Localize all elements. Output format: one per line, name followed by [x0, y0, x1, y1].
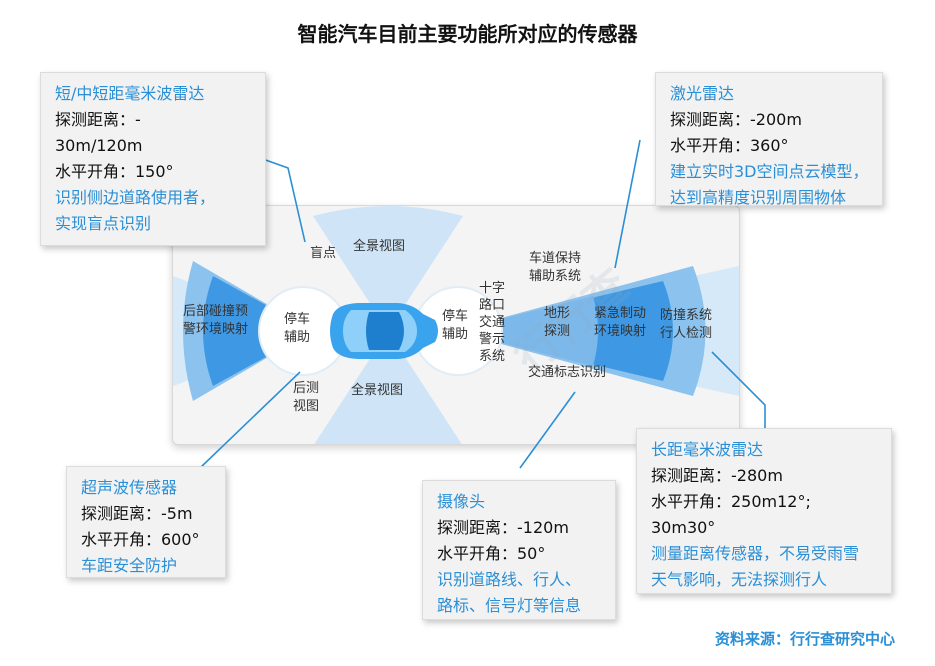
callout-long-radar: 长距毫米波雷达 探测距离：-280m 水平开角：250m12°; 30m30° …: [636, 428, 892, 594]
short-radar-desc-2: 实现盲点识别: [55, 214, 152, 233]
label-emergency-brake: 紧急制动 环境映射: [594, 306, 647, 339]
sensor-coverage-graphic: [173, 206, 739, 444]
short-radar-title: 短/中短距毫米波雷达: [55, 84, 205, 103]
long-radar-desc-2: 天气影响，无法探测行人: [651, 570, 828, 589]
camera-angle: 水平开角：50°: [437, 544, 546, 563]
long-radar-angle-2: 30m30°: [651, 518, 716, 537]
connector-camera: [519, 391, 576, 469]
camera-title: 摄像头: [437, 492, 486, 511]
label-traffic-sign: 交通标志识别: [528, 365, 607, 380]
connector-lidar: [614, 139, 641, 269]
short-radar-desc-1: 识别侧边道路使用者，: [55, 188, 216, 207]
lidar-desc-1: 建立实时3D空间点云模型，: [670, 162, 869, 181]
callout-ultrasonic: 超声波传感器 探测距离：-5m 水平开角：600° 车距安全防护: [66, 466, 226, 578]
lidar-range: 探测距离：-200m: [670, 110, 802, 129]
label-parking-left: 停车 辅助: [284, 312, 311, 345]
car-icon: [330, 303, 438, 359]
label-rear-collision: 后部碰撞预 警环境映射: [183, 304, 249, 337]
camera-desc-1: 识别道路线、行人、: [437, 570, 582, 589]
front-camera-beam: [453, 296, 598, 366]
page-title: 智能汽车目前主要功能所对应的传感器: [297, 22, 638, 46]
source-note: 资料来源：行行查研究中心: [714, 630, 895, 648]
label-panorama-top: 全景视图: [353, 239, 406, 254]
lidar-desc-2: 达到高精度识别周围物体: [670, 188, 847, 207]
short-radar-range-values: 30m/120m: [55, 136, 143, 155]
ultrasonic-range: 探测距离：-5m: [81, 504, 193, 523]
callout-short-radar: 短/中短距毫米波雷达 探测距离：- 30m/120m 水平开角：150° 识别侧…: [40, 72, 266, 246]
top-side-fan: [313, 206, 463, 331]
label-terrain: 地形 探测: [544, 306, 571, 339]
bottom-side-fan: [314, 331, 462, 444]
long-radar-title: 长距毫米波雷达: [651, 440, 764, 459]
long-radar-desc-1: 测量距离传感器，不易受雨雪: [651, 544, 860, 563]
connector-ultrasonic: [199, 371, 301, 469]
label-crossroad: 十字 路口 交通 警示 系统: [479, 281, 506, 364]
label-parking-right: 停车 辅助: [442, 309, 469, 342]
short-radar-angle: 水平开角：150°: [55, 162, 174, 181]
callout-camera: 摄像头 探测距离：-120m 水平开角：50° 识别道路线、行人、 路标、信号灯…: [422, 480, 616, 620]
short-radar-range: 探测距离：-: [55, 110, 141, 129]
camera-desc-2: 路标、信号灯等信息: [437, 596, 582, 615]
label-panorama-bottom: 全景视图: [351, 383, 404, 398]
lidar-angle: 水平开角：360°: [670, 136, 789, 155]
label-blind-spot: 盲点: [310, 246, 337, 261]
long-radar-angle: 水平开角：250m12°;: [651, 492, 811, 511]
connector-long-radar: [711, 351, 766, 430]
long-radar-range: 探测距离：-280m: [651, 466, 783, 485]
connector-short-radar: [259, 157, 306, 243]
camera-range: 探测距离：-120m: [437, 518, 569, 537]
ultrasonic-angle: 水平开角：600°: [81, 530, 200, 549]
label-lane-keep: 车道保持 辅助系统: [529, 251, 582, 284]
ultrasonic-title: 超声波传感器: [81, 478, 178, 497]
callout-lidar: 激光雷达 探测距离：-200m 水平开角：360° 建立实时3D空间点云模型， …: [655, 72, 883, 207]
label-collision-pedestrian: 防撞系统 行人检测: [660, 308, 713, 341]
sensor-diagram: 行行查 盲点 全景视图 后部碰撞预 警环境映射 停车 辅助 后测 视图 全景视图…: [172, 205, 740, 445]
label-rear-view: 后测 视图: [293, 381, 320, 414]
ultrasonic-desc: 车距安全防护: [81, 556, 178, 575]
lidar-title: 激光雷达: [670, 84, 735, 103]
